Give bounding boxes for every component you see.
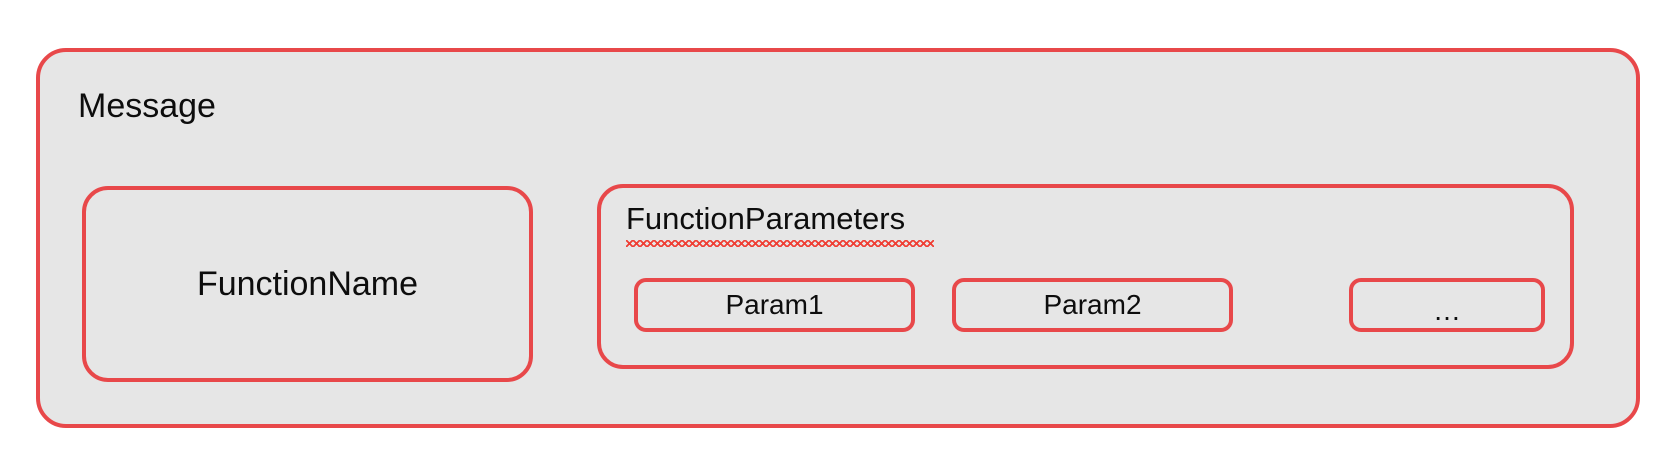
- function-name-box: FunctionName: [82, 186, 533, 382]
- parameter-box-2: Param2: [952, 278, 1233, 332]
- message-container: Message FunctionName FunctionParameters …: [36, 48, 1640, 428]
- parameter-label-ellipsis: …: [1433, 295, 1461, 326]
- spellcheck-underline: [626, 240, 934, 247]
- function-parameters-label: FunctionParameters: [626, 201, 906, 236]
- parameter-box-more: …: [1349, 278, 1545, 332]
- function-name-label: FunctionName: [196, 265, 419, 303]
- parameter-label-1: Param1: [725, 289, 824, 320]
- parameter-box-1: Param1: [634, 278, 915, 332]
- parameter-list: Param1 Param2 …: [634, 278, 1545, 332]
- parameter-label-2: Param2: [1043, 289, 1142, 320]
- function-parameters-box: FunctionParameters Param1 Param2 …: [597, 184, 1574, 369]
- message-title: Message: [78, 87, 216, 125]
